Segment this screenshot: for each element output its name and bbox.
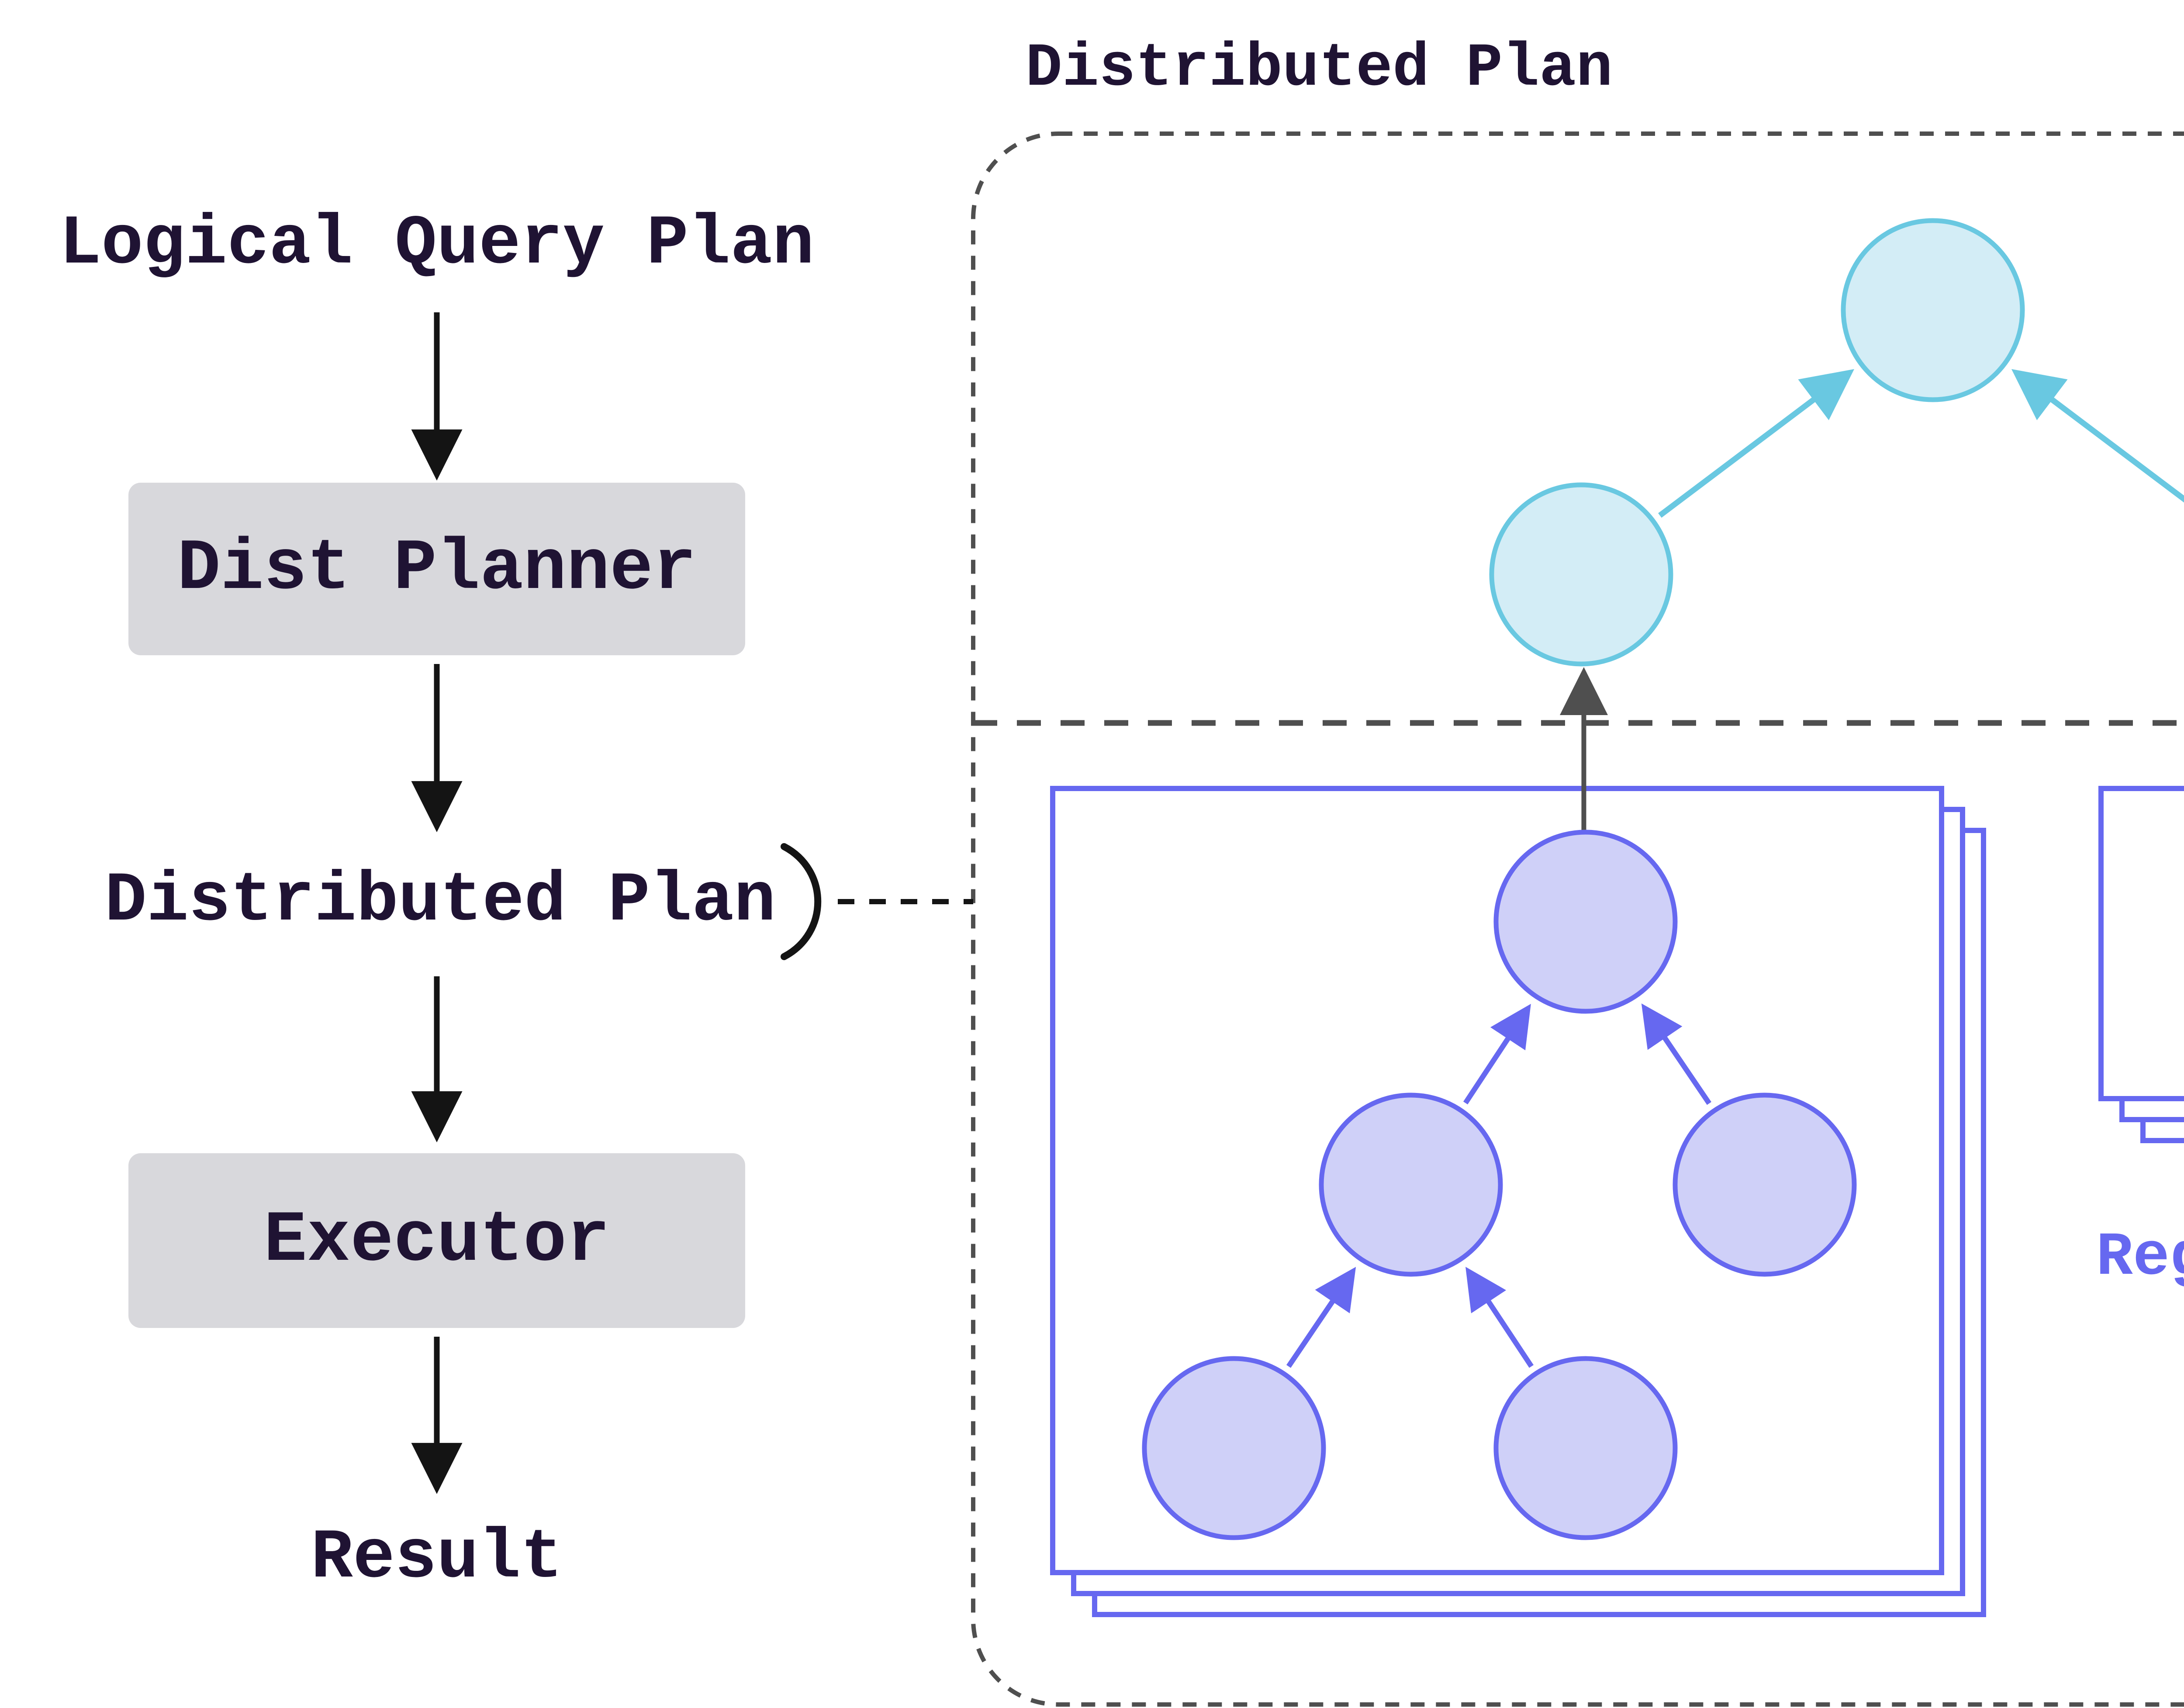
- frontend-plan-node-left: [1489, 482, 1673, 667]
- datanode-right-region-box-stack: [2098, 786, 2184, 1143]
- region-box-front: [2098, 786, 2184, 1101]
- executor-box: Executor: [128, 1153, 745, 1328]
- result-label: Result: [311, 1519, 563, 1598]
- distributed-plan-label: Distributed Plan: [104, 862, 776, 941]
- distributed-plan-bracket: [781, 843, 822, 960]
- datanode-plan-node-leaf-left: [1142, 1356, 1326, 1540]
- dist-planner-box: Dist Planner: [128, 483, 745, 655]
- logical-query-plan-label: Logical Query Plan: [59, 205, 815, 284]
- datanode-plan-node-mid-left: [1319, 1093, 1503, 1277]
- datanode-tree-arrow-mr-top: [1641, 1003, 1711, 1105]
- datanode-tree-arrow-br-ml: [1465, 1266, 1534, 1368]
- datanode-plan-node-leaf-right: [1493, 1356, 1678, 1540]
- datanode-tree-arrow-bl-ml: [1286, 1267, 1356, 1368]
- distributed-plan-container: [971, 131, 2184, 1707]
- frontend-tree-arrow-right: [2011, 369, 2184, 503]
- datanode-plan-node-root: [1493, 830, 1678, 1014]
- frontend-plan-node-root: [1841, 218, 2025, 402]
- datanode-tree-arrow-ml-top: [1463, 1003, 1531, 1105]
- regions-label: Regions: [2096, 1223, 2184, 1293]
- datanode-plan-node-mid-right: [1673, 1093, 1857, 1277]
- distributed-plan-container-title: Distributed Plan: [1025, 34, 1613, 104]
- frontend-tree-arrow-left: [1658, 369, 1855, 518]
